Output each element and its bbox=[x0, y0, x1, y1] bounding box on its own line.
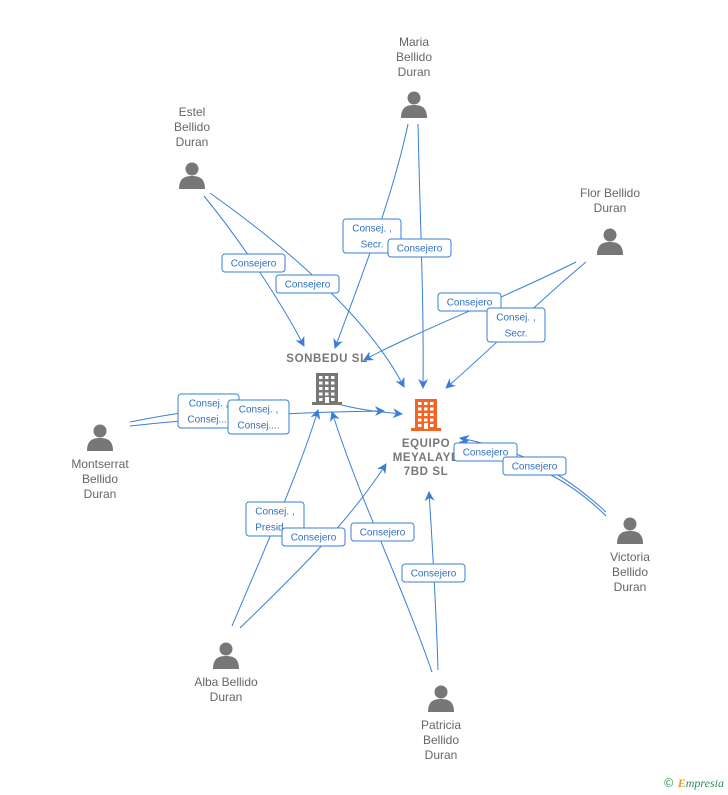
person-icon bbox=[401, 91, 427, 118]
relation-label[interactable]: Consejero bbox=[453, 442, 518, 462]
person-label: Bellido bbox=[423, 733, 459, 747]
relation-text: Consej. , bbox=[189, 399, 228, 410]
relation-text: Secr. bbox=[361, 240, 384, 251]
company-label: 7BD SL bbox=[404, 466, 449, 478]
person-label: Bellido bbox=[82, 472, 118, 486]
company-sonbedu[interactable]: SONBEDU SL bbox=[286, 353, 367, 405]
relation-labels: Consej. ,Secr.ConsejeroConsejeroConsejer… bbox=[177, 218, 567, 583]
relation-text: Consejero bbox=[447, 298, 493, 309]
empresia-brand[interactable]: © Empresia bbox=[663, 776, 724, 791]
person-label: Alba Bellido bbox=[194, 675, 258, 689]
relation-text: Consejero bbox=[463, 448, 509, 459]
edge-flor-sonbedu bbox=[363, 261, 577, 361]
relation-text: Consej. , bbox=[255, 507, 294, 518]
relation-text: Consej. , bbox=[496, 313, 535, 324]
person-icon bbox=[87, 424, 113, 451]
edge-sonbedu-equipo bbox=[337, 403, 403, 419]
relation-text: Consejero bbox=[291, 533, 337, 544]
person-icon bbox=[179, 162, 205, 189]
relation-label[interactable]: Consejero bbox=[221, 253, 286, 273]
relation-text: Consejero bbox=[397, 244, 443, 255]
person-icon bbox=[597, 228, 623, 255]
person-label: Duran bbox=[176, 135, 209, 149]
company-label: MEYALAYE bbox=[393, 452, 460, 464]
person-label: Duran bbox=[210, 690, 243, 704]
edge-patricia-sonbedu bbox=[329, 411, 433, 673]
person-label: Duran bbox=[594, 201, 627, 215]
relation-label[interactable]: Consejero bbox=[401, 563, 466, 583]
person-label: Bellido bbox=[174, 120, 210, 134]
person-label: Victoria bbox=[610, 550, 650, 564]
relation-text: Consejero bbox=[360, 528, 406, 539]
person-label: Maria bbox=[399, 35, 429, 49]
brand-text: mpresia bbox=[685, 776, 724, 790]
relation-label[interactable]: Consejero bbox=[275, 274, 340, 294]
building-icon bbox=[312, 373, 342, 405]
person-label: Duran bbox=[614, 580, 647, 594]
company-equipo[interactable]: EQUIPO MEYALAYE 7BD SL bbox=[393, 399, 460, 478]
person-label: Estel bbox=[179, 105, 206, 119]
building-icon bbox=[411, 399, 441, 431]
relation-label[interactable]: Consejero bbox=[502, 456, 567, 476]
person-label: Patricia bbox=[421, 718, 461, 732]
relation-label[interactable]: Consejero bbox=[281, 527, 346, 547]
relation-label[interactable]: Consejero bbox=[437, 292, 502, 312]
relation-label[interactable]: Consej. , Secr. bbox=[342, 218, 402, 254]
relation-text: Consejero bbox=[411, 569, 457, 580]
relation-text: Consej.... bbox=[237, 421, 279, 432]
person-icon bbox=[428, 685, 454, 712]
person-label: Montserrat bbox=[71, 457, 129, 471]
brand-initial: E bbox=[677, 776, 686, 790]
person-icon bbox=[213, 642, 239, 669]
copyright-icon: © bbox=[662, 776, 675, 790]
relation-label[interactable]: Consej. , Consej.... bbox=[227, 399, 290, 435]
person-label: Duran bbox=[398, 65, 431, 79]
relation-text: Consejero bbox=[512, 462, 558, 473]
person-label: Duran bbox=[425, 748, 458, 762]
person-label: Bellido bbox=[396, 50, 432, 64]
relation-text: Consej.... bbox=[187, 415, 229, 426]
relation-text: Consej. , bbox=[239, 405, 278, 416]
edge-maria-equipo bbox=[417, 123, 429, 389]
relation-text: Secr. bbox=[505, 329, 528, 340]
relation-label[interactable]: Consej. , Secr. bbox=[486, 307, 546, 343]
person-label: Flor Bellido bbox=[580, 186, 640, 200]
person-icon bbox=[617, 517, 643, 544]
relation-text: Consejero bbox=[231, 259, 277, 270]
company-label: EQUIPO bbox=[402, 438, 450, 450]
person-label: Bellido bbox=[612, 565, 648, 579]
relation-text: Presid.... bbox=[255, 523, 294, 534]
company-label: SONBEDU SL bbox=[286, 353, 367, 365]
person-label: Duran bbox=[84, 487, 117, 501]
relation-label[interactable]: Consejero bbox=[387, 238, 452, 258]
relation-label[interactable]: Consejero bbox=[350, 522, 415, 542]
relation-text: Consejero bbox=[285, 280, 331, 291]
relation-text: Consej. , bbox=[352, 224, 391, 235]
